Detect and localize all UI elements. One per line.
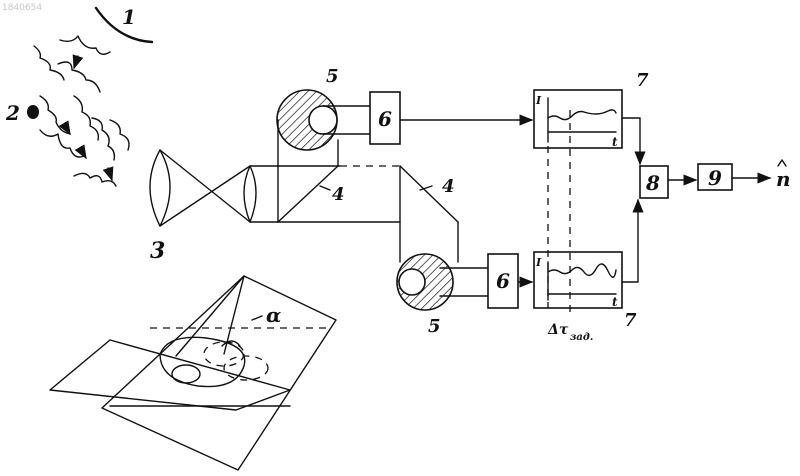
amplifier-upper-label: 6 <box>378 107 392 131</box>
label-source-2: 2 <box>5 101 20 125</box>
output-symbol: n <box>776 167 791 191</box>
label-mirror-lower: 4 <box>442 176 455 197</box>
scope-lower-x-axis: t <box>612 295 618 309</box>
label-lens: 3 <box>150 238 165 264</box>
amplifier-upper: 6 <box>370 92 400 144</box>
label-scope-lower: 7 <box>624 310 637 331</box>
optical-path: 4 4 <box>250 120 458 262</box>
scope-upper-x-axis: t <box>612 135 618 149</box>
wavefronts <box>34 36 129 186</box>
correlator-label: 8 <box>645 171 660 195</box>
label-detector-upper: 5 <box>326 66 339 87</box>
delay-symbol: Δτ <box>547 322 569 338</box>
scope-upper-y-axis: I <box>535 94 542 107</box>
lens-system: 3 <box>150 150 256 264</box>
detector-upper: 5 <box>277 66 370 150</box>
amplifier-lower-label: 6 <box>496 269 510 293</box>
watermark-text: 1840654 <box>2 3 42 13</box>
amplifier-lower: 6 <box>488 254 518 308</box>
source-2: 2 <box>5 101 39 125</box>
output-block-label: 9 <box>708 166 722 190</box>
label-detector-lower: 5 <box>428 316 441 337</box>
scope-upper: I t 7 <box>534 70 649 149</box>
scope-lower-y-axis: I <box>535 256 542 269</box>
output-block: 9 <box>698 164 732 190</box>
correlator: 8 <box>640 166 668 198</box>
label-angle: α <box>266 303 281 327</box>
detector-lower: 5 <box>397 254 488 337</box>
plane-geometry: α <box>50 276 336 470</box>
label-mirror-upper: 4 <box>332 184 345 205</box>
source-1: 1 <box>96 5 152 42</box>
scope-lower: I t 7 <box>534 252 637 331</box>
label-source-1: 1 <box>122 5 136 29</box>
label-scope-upper: 7 <box>636 70 649 91</box>
delay-subscript: зад. <box>570 332 593 343</box>
